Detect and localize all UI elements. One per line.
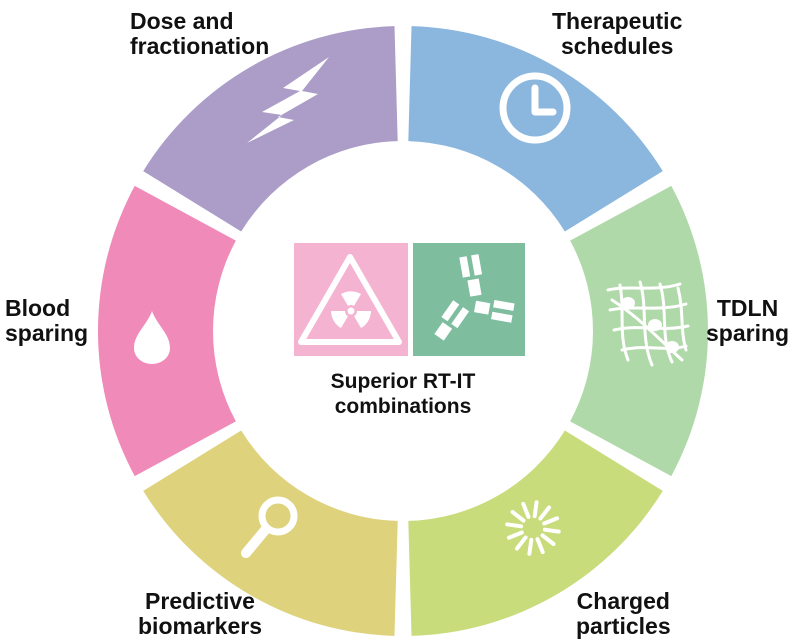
magnifier-icon: [241, 496, 298, 558]
blood-drop-icon: [134, 311, 170, 364]
particle-burst-icon: [505, 500, 561, 556]
lightning-icon: [247, 57, 329, 143]
lymph-node-network-icon: [606, 280, 690, 367]
segment-charged: [570, 185, 708, 477]
segment-tdln: [408, 26, 663, 232]
antibody-icon: [432, 252, 517, 343]
antibody-tile: [413, 243, 525, 356]
radiation-warning-icon: [298, 254, 402, 345]
segment-dose: [97, 185, 236, 477]
segment-biomarkers: [408, 430, 663, 636]
clock-icon: [499, 72, 571, 144]
center-title: Superior RT-IT combinations: [330, 370, 476, 418]
